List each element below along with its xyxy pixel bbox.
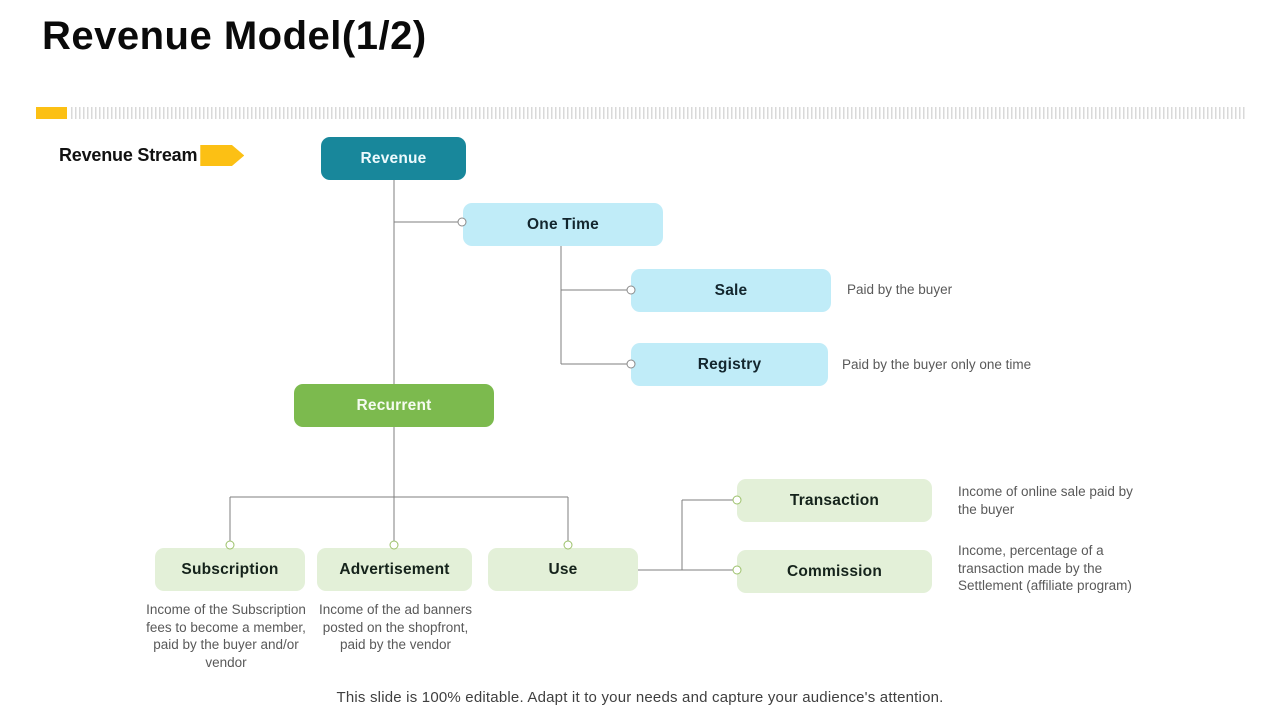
node-transaction: Transaction	[737, 479, 932, 522]
annotation-subscription-desc: Income of the Subscription fees to becom…	[146, 602, 306, 670]
separator-tick-line	[71, 107, 1246, 119]
right-arrow-icon	[200, 145, 245, 166]
annotation-transaction-note: Income of online sale paid by the buyer	[958, 484, 1133, 517]
title-separator	[36, 107, 1246, 119]
separator-accent-block	[36, 107, 67, 119]
node-recurrent: Recurrent	[294, 384, 494, 427]
node-sale: Sale	[631, 269, 831, 312]
annotation-advertisement-desc: Income of the ad banners posted on the s…	[318, 602, 473, 652]
annotation-registry-note: Paid by the buyer only one time	[842, 357, 1032, 372]
annotation-commission-note: Income, percentage of a transaction made…	[958, 543, 1132, 593]
node-revenue: Revenue	[321, 137, 466, 180]
node-commission: Commission	[737, 550, 932, 593]
annotation-sale-note: Paid by the buyer	[847, 282, 953, 297]
node-registry: Registry	[631, 343, 828, 386]
node-use: Use	[488, 548, 638, 591]
revenue-stream-label-group: Revenue Stream	[59, 145, 245, 166]
footer-caption: This slide is 100% editable. Adapt it to…	[336, 689, 944, 706]
node-one-time: One Time	[463, 203, 663, 246]
revenue-stream-label: Revenue Stream	[59, 145, 198, 165]
node-subscription: Subscription	[155, 548, 305, 591]
page-title: Revenue Model(1/2)	[42, 14, 427, 58]
node-advertisement: Advertisement	[317, 548, 472, 591]
